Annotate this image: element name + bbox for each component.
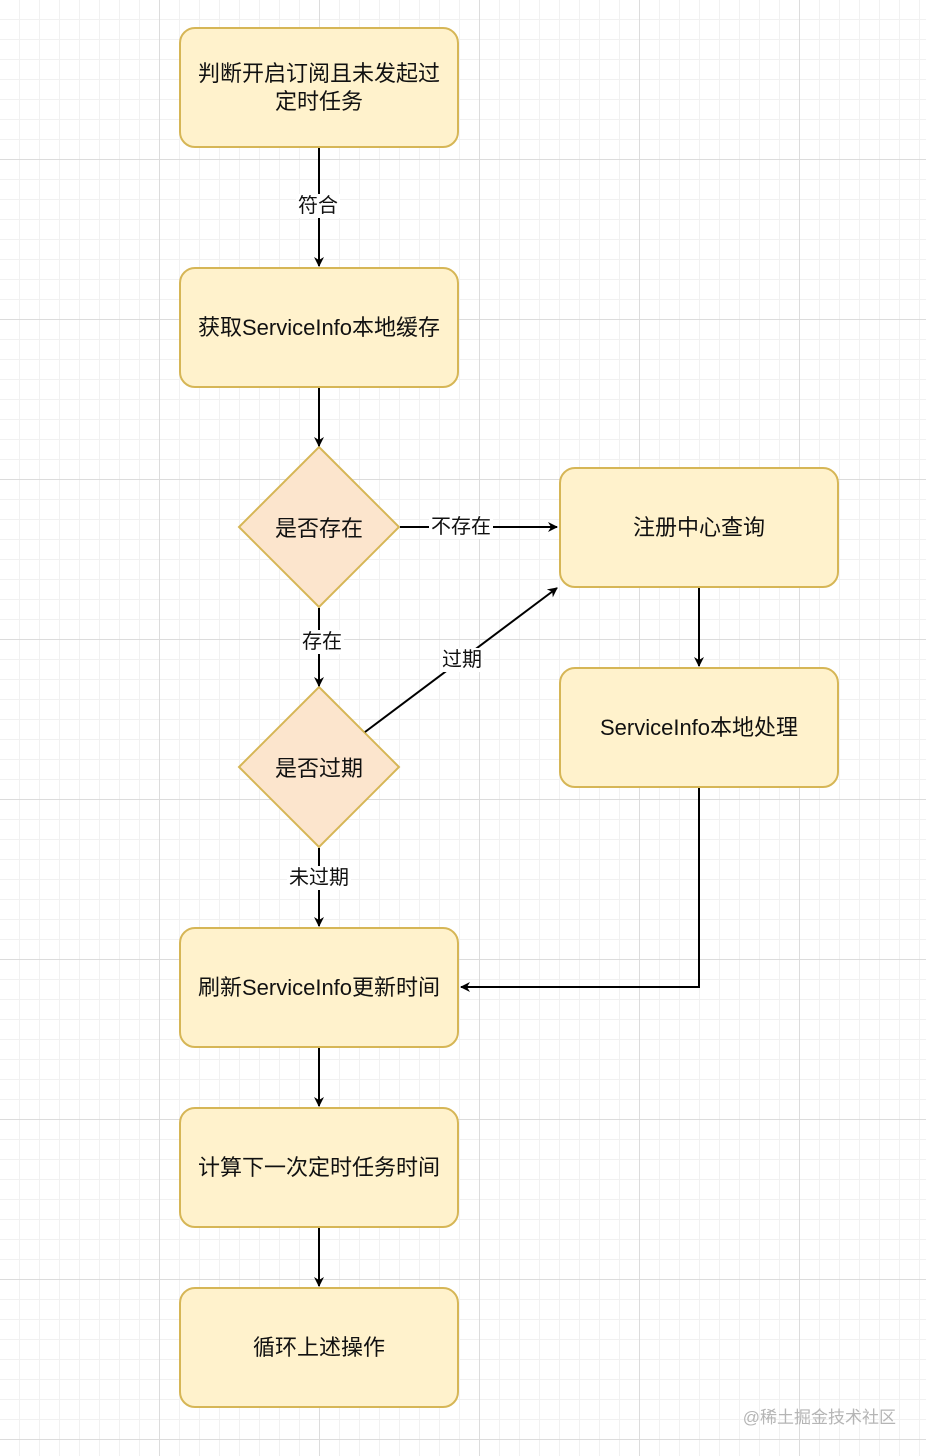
- node-calc-next-label: 计算下一次定时任务时间: [197, 1154, 440, 1180]
- expired-diamond-shape[interactable]: [237, 685, 401, 849]
- node-registry-query[interactable]: 注册中心查询: [559, 467, 839, 588]
- node-local-process-label: ServiceInfo本地处理: [599, 714, 799, 740]
- node-local-process[interactable]: ServiceInfo本地处理: [559, 667, 839, 788]
- node-calc-next[interactable]: 计算下一次定时任务时间: [179, 1107, 459, 1228]
- edge-not-exist-label: 不存在: [429, 515, 493, 539]
- exists-diamond-shape[interactable]: [237, 445, 401, 609]
- node-refresh-time-label: 刷新ServiceInfo更新时间: [197, 974, 441, 1000]
- watermark: @稀土掘金技术社区: [742, 1408, 896, 1427]
- node-loop-label: 循环上述操作: [252, 1334, 385, 1360]
- node-loop[interactable]: 循环上述操作: [179, 1287, 459, 1408]
- node-check-subscribe-label: 判断开启订阅且未发起过定时任务: [197, 60, 440, 114]
- edge-exist-label: 存在: [300, 630, 344, 654]
- edge-not-expired-label: 未过期: [287, 866, 351, 890]
- node-refresh-time[interactable]: 刷新ServiceInfo更新时间: [179, 927, 459, 1048]
- edge-expired-label: 过期: [440, 648, 484, 672]
- node-get-cache[interactable]: 获取ServiceInfo本地缓存: [179, 267, 459, 388]
- node-registry-query-label: 注册中心查询: [632, 514, 765, 540]
- node-check-subscribe[interactable]: 判断开启订阅且未发起过定时任务: [179, 27, 459, 148]
- node-get-cache-label: 获取ServiceInfo本地缓存: [197, 314, 441, 340]
- edge-match-label: 符合: [296, 194, 340, 218]
- edge-local-to-refresh-arrow: [460, 788, 700, 992]
